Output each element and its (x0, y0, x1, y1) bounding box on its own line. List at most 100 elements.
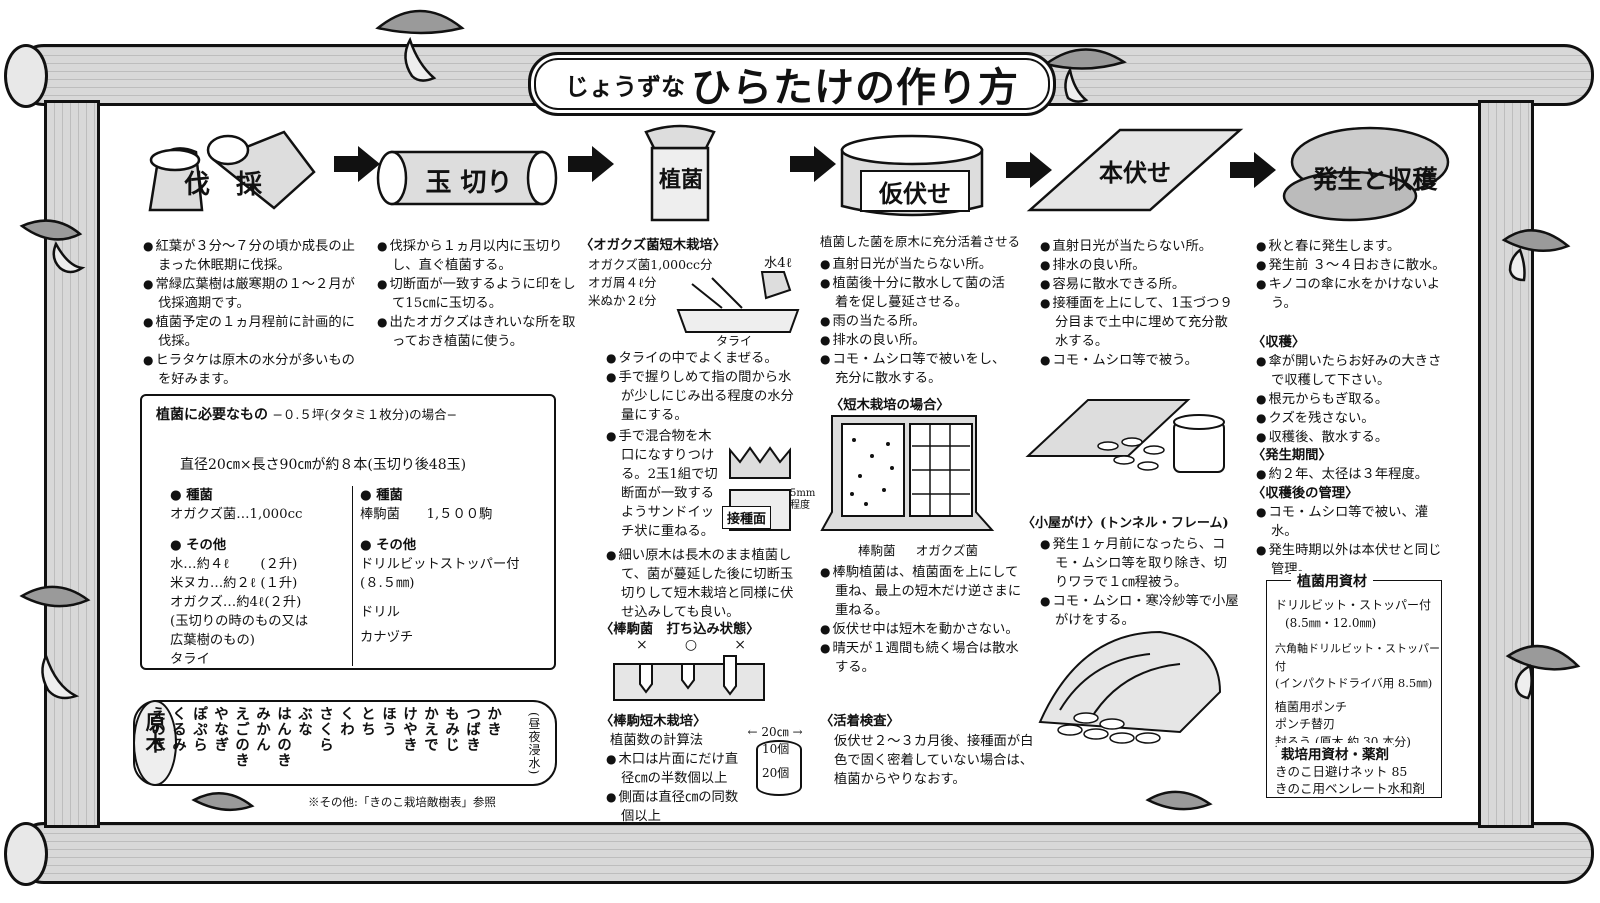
arrow-1 (334, 146, 380, 182)
main-bullet: 接種面を上にして、1玉づつ９分目まで土中に埋めて充分散水する。 (1040, 294, 1236, 351)
step-main-cover-label: 本伏せ (1099, 158, 1171, 187)
needs-heading-row: 植菌に必要なもの −０.５坪(タタミ１枚分)の場合− (156, 404, 457, 424)
cutting-bullets: 伐採から１ヵ月以内に玉切りし、直ぐ植菌する。 切断面が一致するように印をして15… (377, 237, 585, 351)
felling-bullets: 紅葉が３分〜７分の頃か成長の止まった休眠期に伐採。 常緑広葉樹は厳寒期の１〜２月… (143, 237, 361, 389)
genboku-columns: かき つばき もみじ かえで けやき ほう とち くわ さくら ぶな はんのき … (149, 706, 504, 782)
period-bullets: 約２年、太径は３年程度。 (1256, 465, 1452, 484)
right-post (1478, 100, 1534, 828)
harvest-bullet: 秋と春に発生します。 (1256, 237, 1452, 256)
genboku-footnote: ※その他:「きのこ栽培敵樹表」参照 (308, 795, 496, 809)
needs-right-col: ● 種菌 棒駒菌 1,５００駒 ● その他 ドリルビットストッパー付 (８.５㎜… (360, 486, 550, 647)
needs-right-line: ドリル (360, 605, 400, 620)
plug-mark: × (734, 637, 746, 653)
step-cutting-label: 玉 切り (425, 167, 513, 198)
material-item: (8.5㎜・12.0㎜) (1285, 615, 1377, 630)
tree-name: もみじ (443, 706, 460, 753)
period-title: 〈発生期間〉 (1252, 448, 1332, 463)
stack-label: 棒駒菌 (858, 543, 896, 558)
needs-left-col: ● 種菌 オガクズ菌…1,000cc ● その他 水…約４ℓ (２升) 米ヌカ…… (170, 486, 350, 669)
needs-left-head-2: ● その他 (170, 538, 227, 553)
needs-left-line: (玉切りの時のもの又は (170, 614, 309, 629)
inoc-bullet: 手で混合物を木口になすりつける。2玉1組で切断面が一致するようサンドイッチ状に重… (606, 427, 724, 541)
tree-name: くるみ (170, 706, 187, 753)
materials-list: ドリルビット・ストッパー付 (8.5㎜・12.0㎜) 六角軸ドリルビット・ストッ… (1275, 597, 1441, 751)
stack-labels: 棒駒菌 オガクズ菌 (858, 540, 978, 559)
plug-mark: ○ (684, 637, 698, 653)
cutting-bullet: 伐採から１ヵ月以内に玉切りし、直ぐ植菌する。 (377, 237, 585, 275)
hut-title: 〈小屋がけ〉(トンネル・フレーム) (1022, 516, 1229, 531)
cultivation-title: 栽培用資材・薬剤 (1277, 743, 1393, 763)
hut-bullet: コモ・ムシロ・寒冷紗等で小屋がけをする。 (1040, 592, 1240, 630)
step-main-cover: 本伏せ (1080, 152, 1190, 188)
tree-name: えのき (149, 706, 166, 753)
needs-right-line: (８.５㎜) (360, 576, 415, 591)
hut-bullet: 発生１ヶ月前になったら、コモ・ムシロ等を取り除き、切りワラで１㎝程被う。 (1040, 535, 1240, 592)
recipe-line: 米ぬか２ℓ分 (588, 293, 657, 308)
plug-title: 〈棒駒菌 打ち込み状態〉 (600, 622, 760, 637)
cutting-bullet: 切断面が一致するように印をして15㎝に玉切る。 (377, 275, 585, 313)
arrow-2 (568, 146, 614, 182)
bottom-log-end (4, 822, 48, 886)
tub-illustration (676, 271, 800, 333)
harvest-title: 〈収穫〉 (1252, 335, 1306, 350)
tree-name: とち (359, 706, 376, 737)
felling-bullet: 紅葉が３分〜７分の頃か成長の止まった休眠期に伐採。 (143, 237, 361, 275)
needs-left-head-1: ● 種菌 (170, 488, 213, 503)
calc-title: 植菌数の計算法 (610, 733, 704, 748)
needs-right-head-2: ● その他 (360, 538, 417, 553)
recipe-line: オガクズ菌1,000cc分 (588, 257, 713, 272)
calc-bullets: 木口は片面にだけ直径㎝の半数個以上 側面は直径㎝の同数個以上 (606, 750, 740, 826)
harvest-sub-bullet: 傘が開いたらお好みの大きさで収穫して下さい。 (1256, 352, 1452, 390)
tree-name: ぽぷら (191, 706, 208, 753)
materials-title: 植菌用資材 (1291, 571, 1373, 591)
needs-left-line: タライ (170, 652, 210, 667)
felling-bullet: ヒラタケは原木の水分が多いものを好みます。 (143, 351, 361, 389)
temp-cover-intro: 植菌した菌を原木に充分活着させる (820, 234, 1021, 249)
inoculation-bullets-a: タライの中でよくまぜる。 手で握りしめて指の間から水が少しにじみ出る程度の水分量… (606, 349, 794, 425)
tree-name: つばき (464, 706, 481, 753)
calc-bullet: 木口は片面にだけ直径㎝の半数個以上 (606, 750, 740, 788)
temp-bullet: コモ・ムシロ等で被いをし、充分に散水する。 (820, 350, 1018, 388)
tree-name: ほう (380, 706, 397, 737)
count-side: 20個 (762, 766, 790, 780)
genboku-note: (昼夜浸水) (527, 712, 541, 776)
material-item: ポンチ替刃 (1275, 717, 1336, 731)
recipe: オガクズ菌1,000cc分 オガ屑４ℓ分 米ぬか２ℓ分 (588, 256, 713, 310)
needs-box: 植菌に必要なもの −０.５坪(タタミ１枚分)の場合− 直径20㎝×長さ90㎝が約… (140, 394, 556, 670)
needs-heading: 植菌に必要なもの (156, 407, 268, 423)
cultivation-item: きのこ日避けネット 85 (1275, 764, 1408, 779)
felling-bullet: 常緑広葉樹は厳寒期の１〜２月が伐採適期です。 (143, 275, 361, 313)
harvest-sub-bullets: 傘が開いたらお好みの大きさで収穫して下さい。 根元からもぎ取る。 クズを残さない… (1256, 352, 1452, 447)
step-harvest: 発生と収穫 (1300, 158, 1450, 198)
plug-short-title: 〈棒駒短木栽培〉 (600, 714, 707, 729)
material-item: 植菌用ポンチ (1275, 699, 1348, 714)
genboku-end (133, 700, 177, 786)
needs-left-line: 水…約４ℓ (２升) (170, 557, 298, 572)
harvest-sub-bullet: クズを残さない。 (1256, 409, 1452, 428)
after-title: 〈収穫後の管理〉 (1252, 486, 1359, 501)
water-label: 水4ℓ (764, 256, 793, 271)
temp-bullet: 仮伏せ中は短木を動かさない。 (820, 620, 1030, 639)
title-prefix: じょうずな (565, 72, 685, 101)
step-harvest-label: 発生と収穫 (1312, 165, 1438, 194)
after-bullet: コモ・ムシロ等で被い、灌水。 (1256, 503, 1452, 541)
top-log-end (4, 44, 48, 108)
net-illustration (1025, 399, 1225, 473)
inoculation-bullets-c: 細い原木は長木のまま植菌して、菌が蔓延した後に切断玉切りして短木栽培と同様に伏せ… (606, 546, 794, 622)
harvest-bullets: 秋と春に発生します。 発生前 ３〜４日おきに散水。 キノコの傘に水をかけないよう… (1256, 237, 1452, 313)
genboku-log (133, 700, 557, 786)
step-cutting: 玉 切り (396, 160, 542, 200)
tree-name: ぶな (296, 706, 313, 737)
needs-heading-note: −０.５坪(タタミ１枚分)の場合− (272, 407, 458, 422)
inoc-bullet: 手で握りしめて指の間から水が少しにじみ出る程度の水分量にする。 (606, 368, 794, 425)
calc-bullet: 側面は直径㎝の同数個以上 (606, 788, 740, 826)
inoc-bullet: 細い原木は長木のまま植菌して、菌が蔓延した後に切断玉切りして短木栽培と同様に伏せ… (606, 546, 794, 622)
tree-name: やなぎ (212, 706, 229, 753)
main-bullet: 排水の良い所。 (1040, 256, 1236, 275)
step-inoculation: 植菌 (638, 158, 724, 198)
tree-name: さくら (317, 706, 334, 753)
harvest-sub-bullet: 根元からもぎ取る。 (1256, 390, 1452, 409)
step-temp-cover: 仮伏せ (860, 170, 970, 212)
temp-cover-bullets: 直射日光が当たらない所。 植菌後十分に散水して菌の活着を促し蔓延させる。 雨の当… (820, 255, 1018, 388)
needs-left-line: 米ヌカ…約２ℓ (１升) (170, 576, 298, 591)
